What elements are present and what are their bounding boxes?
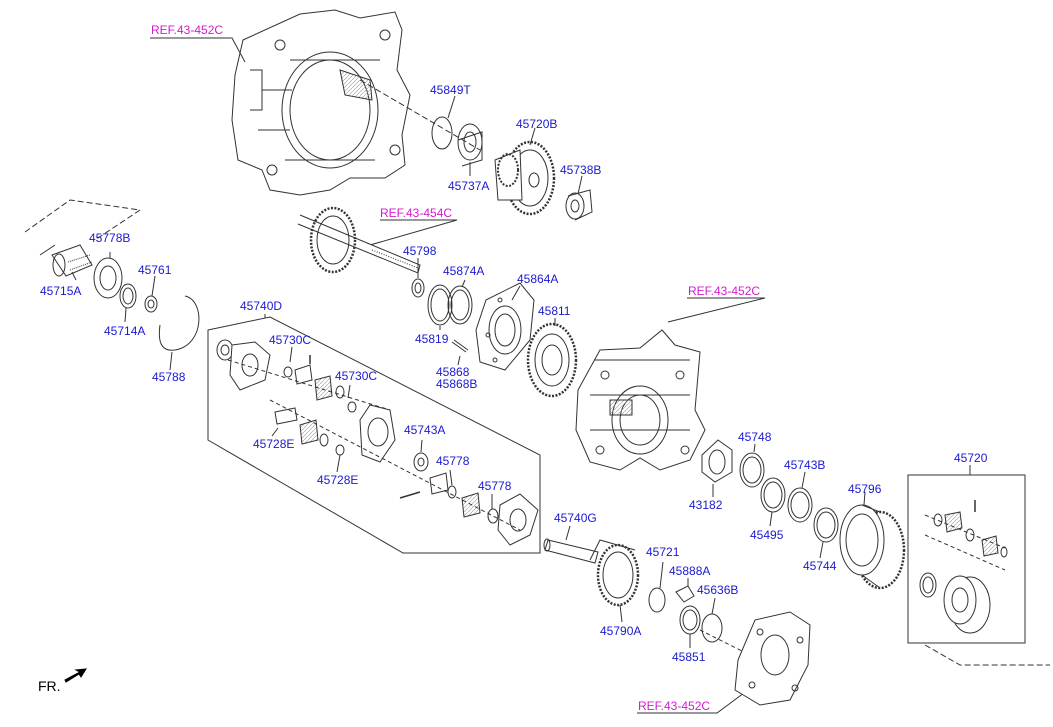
transmission-case-top (231, 9, 411, 196)
flange-45864A (475, 282, 535, 371)
shaft-45740G (543, 538, 599, 564)
part-label: 45778B (89, 231, 131, 245)
part-label: 45874A (443, 264, 485, 278)
snap-ring-45788 (158, 295, 200, 351)
snap-ring-45849T (431, 116, 453, 150)
part-label: 45495 (750, 528, 784, 542)
part-label: 45738B (560, 163, 602, 177)
part-label: 45743B (784, 458, 826, 472)
part-label: 45714A (104, 324, 146, 338)
ref-label-top: REF.43-452C (151, 23, 224, 37)
part-label: 45778 (436, 454, 470, 468)
part-label: 45636B (697, 583, 739, 597)
part-label: 45761 (138, 263, 172, 277)
part-label: 45730C (269, 333, 312, 347)
gear-45811 (526, 322, 578, 398)
part-label: 45744 (803, 559, 837, 573)
part-label: 45730C (335, 369, 378, 383)
part-label: 45819 (415, 332, 449, 346)
ref-label-mid: REF.43-454C (380, 206, 453, 220)
ref-label-right: REF.43-452C (688, 284, 761, 298)
part-label: 45868 (436, 365, 470, 379)
part-label: 45720 (954, 451, 988, 465)
part-label: 45798 (403, 244, 437, 258)
carrier-group-frame (207, 316, 541, 554)
part-label: 45796 (848, 482, 882, 496)
fr-arrow-icon (64, 668, 87, 683)
part-label: 45811 (538, 304, 571, 318)
transmission-case-right (575, 329, 706, 471)
part-label: 45728E (253, 437, 295, 451)
part-label: 45778 (478, 479, 512, 493)
part-label: 45720B (516, 117, 558, 131)
part-label: 45728E (317, 473, 359, 487)
part-label: 45743A (404, 423, 446, 437)
part-label: 45721 (646, 545, 680, 559)
gear-45790A (596, 543, 640, 607)
part-label: 45788 (152, 370, 186, 384)
part-label: 45740D (240, 299, 283, 313)
clutch-drum-45796 (839, 504, 906, 590)
carrier-plate-front (229, 341, 271, 391)
assembly-45720-frame (907, 474, 1026, 644)
part-label: 45715A (40, 284, 82, 298)
part-label: 45864A (517, 272, 559, 286)
part-label: 45748 (738, 430, 772, 444)
transmission-cover-bottom (734, 611, 811, 706)
part-label: 45868B (436, 377, 478, 391)
part-label: 43182 (689, 498, 723, 512)
fr-direction-label: FR. (38, 678, 61, 694)
part-label: 45737A (448, 179, 490, 193)
part-label: 45790A (600, 624, 642, 638)
gear-45720B (494, 140, 556, 216)
shaft-45715A (51, 244, 93, 277)
part-label: 45740G (554, 511, 597, 525)
ref-label-bottom: REF.43-452C (638, 699, 711, 713)
part-label: 45851 (672, 650, 706, 664)
part-label: 45849T (430, 83, 471, 97)
carrier-plate-rear (359, 404, 396, 463)
part-label: 45888A (669, 564, 711, 578)
output-shaft (297, 206, 421, 274)
